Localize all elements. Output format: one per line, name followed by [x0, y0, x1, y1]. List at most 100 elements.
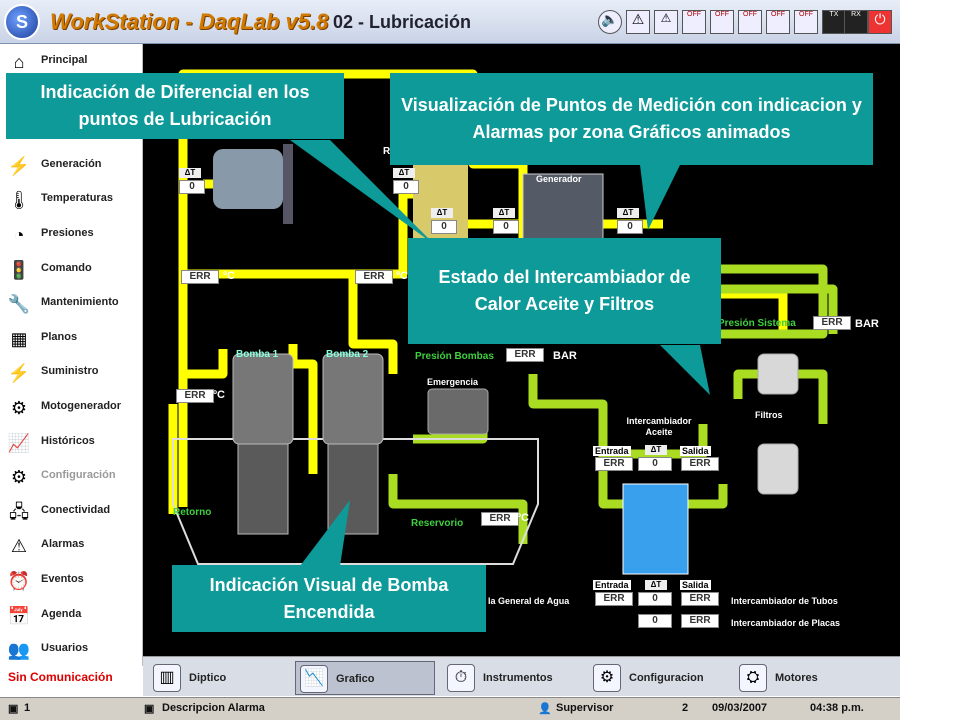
sidebar-item-históricos[interactable]: 📈Históricos — [4, 427, 140, 459]
label-entrada: Entrada — [593, 446, 631, 456]
callout-measurement-points: Visualización de Puntos de Medición con … — [390, 73, 873, 165]
dt-value: 0 — [638, 592, 672, 606]
sidebar-item-generación[interactable]: ⚡Generación — [4, 150, 140, 182]
rx-indicator: RX — [844, 10, 868, 34]
tab-label: Configuracion — [629, 672, 704, 684]
dt-label: ΔT — [179, 168, 201, 178]
thermometer-icon: 🌡 — [7, 190, 31, 211]
off-toggle-5[interactable]: OFF — [794, 10, 818, 34]
sidebar-item-planos[interactable]: ▦Planos — [4, 323, 140, 355]
tab-instrumentos[interactable]: ⏱Instrumentos — [443, 661, 583, 695]
sidebar-item-conectividad[interactable]: 🖧Conectividad — [4, 496, 140, 528]
user-role: Supervisor — [556, 702, 614, 714]
sidebar-item-label: Eventos — [41, 573, 84, 585]
pressure-field: ERR — [813, 316, 851, 330]
motor-icon: ⛭ — [739, 664, 767, 692]
tab-label: Grafico — [336, 673, 375, 685]
power-icon[interactable]: ⏻ — [868, 10, 892, 34]
traffic-light-icon: 🚦 — [7, 259, 31, 280]
dt-label: ΔT — [617, 208, 639, 218]
tools-icon: 🔧 — [7, 294, 31, 315]
gears-icon: ⚙ — [10, 467, 28, 488]
generator — [522, 173, 604, 245]
sidebar-item-alarmas[interactable]: ⚠Alarmas — [4, 530, 140, 562]
off-toggle-4[interactable]: OFF — [766, 10, 790, 34]
sidebar-item-label: Presiones — [41, 227, 94, 239]
oil-cooler — [213, 144, 293, 224]
alarm-bell-icon[interactable]: ⚠ — [654, 10, 678, 34]
label-presion-sistema: Presión Sistema — [718, 318, 796, 329]
blueprint-icon: ▦ — [10, 328, 28, 349]
app-logo: S — [4, 4, 40, 40]
temp-field: ERR — [181, 270, 219, 284]
sidebar-item-temperaturas[interactable]: 🌡Temperaturas — [4, 184, 140, 216]
sidebar-item-label: Suministro — [41, 365, 99, 378]
sidebar-item-label: Generación — [41, 157, 102, 170]
motor-icon: ⚙ — [10, 398, 28, 418]
label-retorno: Retorno — [173, 507, 212, 518]
reservoir-tank — [172, 438, 539, 565]
stopwatch-icon: ⏱ — [447, 664, 475, 692]
sidebar-item-label: Configuración — [41, 469, 116, 482]
speaker-icon[interactable]: 🔈 — [598, 10, 622, 34]
label-intercambiador-tubos: Intercambiador de Tubos — [731, 596, 838, 606]
temp-unit: ºC — [517, 512, 529, 524]
label-emergencia: Emergencia — [427, 377, 479, 387]
callout-differential: Indicación de Diferencial en los puntos … — [6, 73, 344, 139]
off-toggle-2[interactable]: OFF — [710, 10, 734, 34]
warning-icon: ⚠ — [10, 536, 28, 557]
sidebar-item-presiones[interactable]: ◔ Presiones — [4, 219, 140, 251]
label-entrada: Entrada — [593, 580, 631, 590]
label-reservorio: Reservorio — [411, 518, 464, 529]
gauge-icon: ◔ — [13, 225, 25, 245]
sidebar-item-label: Usuarios — [41, 642, 89, 655]
off-toggle-3[interactable]: OFF — [738, 10, 762, 34]
tab-grafico[interactable]: 📉Grafico — [295, 661, 435, 695]
sidebar-item-comando[interactable]: 🚦Comando — [4, 254, 140, 286]
warning-icon[interactable]: ⚠ — [626, 10, 650, 34]
sidebar-item-agenda[interactable]: 📅Agenda — [4, 600, 140, 632]
tab-label: Diptico — [189, 672, 227, 684]
home-icon: ⌂ — [13, 52, 25, 72]
dt-label: ΔT — [645, 580, 667, 590]
sidebar-item-motogenerador[interactable]: ⚙ Motogenerador — [4, 392, 140, 424]
dt-value: 0 — [431, 220, 457, 234]
alarm-count-icon: ▣ — [8, 703, 19, 715]
window-margin — [900, 0, 960, 720]
sidebar-item-label: Conectividad — [41, 503, 111, 516]
dt-label: ΔT — [493, 208, 515, 218]
dt-value: 0 — [493, 220, 519, 234]
label-filtros: Filtros — [755, 410, 783, 420]
time: 04:38 p.m. — [810, 702, 864, 714]
sidebar-item-suministro[interactable]: ⚡Suministro — [4, 357, 140, 389]
pump-motor-1 — [232, 353, 294, 535]
tab-motores[interactable]: ⛭Motores — [735, 661, 875, 695]
sidebar-item-label: Motogenerador — [41, 400, 122, 412]
sidebar-item-eventos[interactable]: ⏰Eventos — [4, 565, 140, 597]
dt-value: 0 — [638, 614, 672, 628]
tab-configuracion[interactable]: ⚙Configuracion — [589, 661, 729, 695]
label-presion-bombas: Presión Bombas — [415, 351, 494, 362]
emergency-pump — [427, 388, 489, 435]
sidebar-item-label: Históricos — [41, 434, 95, 447]
alarm-description-icon: ▣ — [144, 703, 155, 715]
bottom-tab-bar: ▥Diptico📉Grafico⏱Instrumentos⚙Configurac… — [143, 656, 900, 696]
temp-field: ERR — [681, 592, 719, 606]
sidebar-item-label: Principal — [41, 54, 88, 66]
sidebar-item-configuración[interactable]: ⚙ Configuración — [4, 461, 140, 493]
sidebar-item-principal[interactable]: ⌂ Principal — [4, 46, 140, 78]
callout-exchanger-status: Estado del Intercambiador de Calor Aceit… — [408, 238, 721, 344]
sidebar-item-mantenimiento[interactable]: 🔧Mantenimiento — [4, 288, 140, 320]
off-toggle-1[interactable]: OFF — [682, 10, 706, 34]
users-icon: 👥 — [7, 640, 31, 661]
temp-field: ERR — [355, 270, 393, 284]
dt-value: 0 — [393, 180, 419, 194]
temp-field: ERR — [681, 457, 719, 471]
label-re: Re — [383, 146, 396, 157]
user-icon: 👤 — [538, 703, 552, 715]
sidebar-item-usuarios[interactable]: 👥 Usuarios — [4, 634, 140, 666]
tab-diptico[interactable]: ▥Diptico — [149, 661, 289, 695]
pressure-unit: BAR — [855, 318, 879, 330]
calendar-icon: 📅 — [7, 605, 31, 626]
